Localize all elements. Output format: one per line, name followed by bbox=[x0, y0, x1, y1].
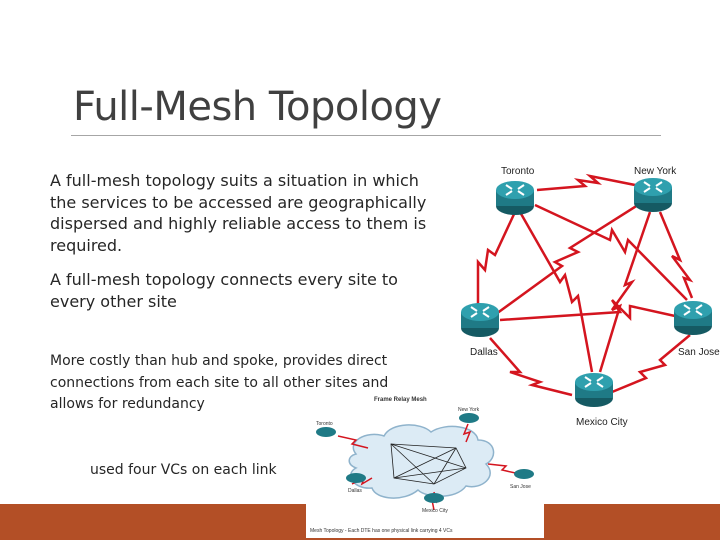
router-mexicocity: Mexico City bbox=[574, 372, 628, 428]
router-label-mexicocity: Mexico City bbox=[576, 417, 628, 428]
link-sanjose-mexicocity bbox=[611, 334, 691, 394]
router-sanjose: San Jose bbox=[673, 300, 720, 358]
router-icon bbox=[574, 372, 614, 408]
link-dallas-mexicocity bbox=[489, 337, 573, 397]
small-mesh-lines bbox=[390, 443, 467, 485]
frame-relay-mesh-diagram: Frame Relay Mesh Toron bbox=[310, 397, 534, 534]
small-label-sanjose: San Jose bbox=[510, 484, 531, 490]
small-router-dallas bbox=[346, 473, 366, 483]
router-icon bbox=[460, 302, 500, 338]
router-dallas: Dallas bbox=[460, 302, 500, 358]
router-icon bbox=[495, 180, 535, 216]
slide-title: Full-Mesh Topology bbox=[73, 84, 442, 130]
frame-relay-mesh-image: Frame Relay Mesh Toron bbox=[306, 392, 544, 538]
small-label-newyork: New York bbox=[458, 407, 480, 413]
router-label-dallas: Dallas bbox=[470, 347, 498, 358]
small-label-dallas: Dallas bbox=[348, 488, 362, 494]
link-toronto-newyork bbox=[536, 173, 651, 192]
small-router-newyork bbox=[459, 413, 479, 423]
link-newyork-dallas bbox=[495, 203, 639, 316]
link-toronto-dallas bbox=[476, 211, 517, 304]
small-diagram-title: Frame Relay Mesh bbox=[374, 397, 427, 403]
frame-relay-cloud bbox=[348, 424, 495, 499]
small-label-toronto: Toronto bbox=[316, 421, 333, 427]
small-diagram-caption: Mesh Topology - Each DTE has one physica… bbox=[310, 528, 453, 534]
paragraph-connects: A full-mesh topology connects every site… bbox=[50, 270, 398, 311]
router-newyork: New York bbox=[633, 166, 677, 213]
router-label-newyork: New York bbox=[634, 166, 677, 177]
title-divider bbox=[71, 135, 661, 136]
paragraph-suitability: A full-mesh topology suits a situation i… bbox=[50, 171, 427, 255]
link-dallas-sanjose bbox=[499, 299, 676, 322]
router-icon bbox=[633, 177, 673, 213]
router-label-toronto: Toronto bbox=[501, 166, 535, 177]
small-router-mexicocity bbox=[424, 493, 444, 503]
small-router-toronto bbox=[316, 427, 336, 437]
small-router-sanjose bbox=[514, 469, 534, 479]
small-label-mexicocity: Mexico City bbox=[422, 508, 448, 514]
paragraph-vcs: used four VCs on each link bbox=[90, 462, 277, 478]
paragraph-cost: More costly than hub and spoke, provides… bbox=[50, 353, 389, 412]
mesh-links bbox=[476, 173, 694, 397]
link-toronto-mexicocity bbox=[518, 211, 594, 373]
router-toronto: Toronto bbox=[495, 166, 535, 216]
router-icon bbox=[673, 300, 713, 336]
link-newyork-sanjose bbox=[658, 211, 694, 299]
link-newyork-mexicocity bbox=[598, 211, 652, 373]
router-label-sanjose: San Jose bbox=[678, 347, 720, 358]
small-routers bbox=[316, 413, 534, 503]
